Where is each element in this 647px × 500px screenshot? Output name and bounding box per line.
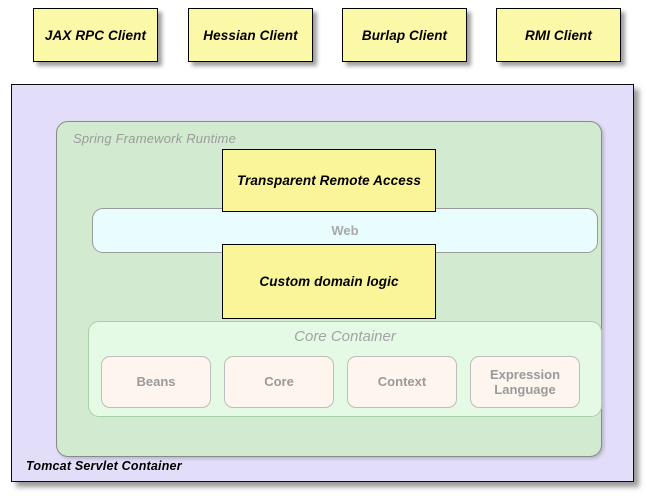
tomcat-servlet-container: Spring Framework Runtime Web Core Contai…: [11, 84, 634, 482]
client-box-label: RMI Client: [525, 27, 592, 43]
client-box-label: Hessian Client: [203, 27, 298, 43]
core-container-box: Core Container Beans Core Context Expres…: [88, 321, 602, 417]
core-cell-context[interactable]: Context: [347, 356, 457, 408]
core-cell-expression-language[interactable]: Expression Language: [470, 356, 580, 408]
overlay-box-custom-domain-logic[interactable]: Custom domain logic: [222, 244, 436, 319]
core-cell-label: Beans: [136, 374, 176, 390]
client-box-rmi[interactable]: RMI Client: [496, 8, 621, 62]
client-box-hessian[interactable]: Hessian Client: [188, 8, 313, 62]
client-box-burlap[interactable]: Burlap Client: [342, 8, 467, 62]
tomcat-servlet-container-label: Tomcat Servlet Container: [26, 459, 182, 473]
core-cell-label: Context: [377, 374, 427, 390]
spring-framework-runtime-label: Spring Framework Runtime: [73, 131, 237, 146]
core-cell-label: Core: [264, 374, 294, 390]
core-cell-core[interactable]: Core: [224, 356, 334, 408]
core-cell-beans[interactable]: Beans: [101, 356, 211, 408]
overlay-box-label: Custom domain logic: [259, 274, 399, 289]
client-box-jax-rpc[interactable]: JAX RPC Client: [33, 8, 158, 62]
client-box-label: JAX RPC Client: [44, 27, 147, 43]
core-container-label: Core Container: [294, 328, 396, 345]
core-cell-label: Expression Language: [489, 366, 561, 397]
web-layer-label: Web: [331, 223, 359, 238]
client-box-label: Burlap Client: [361, 27, 448, 43]
overlay-box-transparent-remote-access[interactable]: Transparent Remote Access: [222, 149, 436, 212]
overlay-box-label: Transparent Remote Access: [236, 173, 422, 188]
